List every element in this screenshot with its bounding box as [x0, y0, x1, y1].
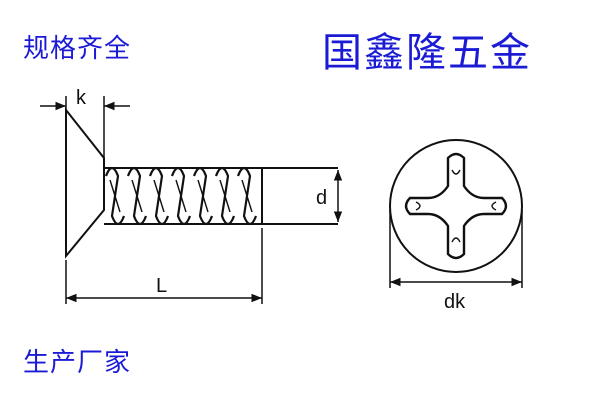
manufacturer-slogan: 生产厂家: [23, 348, 132, 378]
label-k: k: [76, 87, 87, 109]
thread-roots: [109, 179, 253, 213]
screw-side-view: [40, 96, 343, 304]
label-dk: dk: [444, 291, 466, 313]
head-outer-circle: [389, 139, 523, 273]
label-L: L: [156, 275, 167, 297]
screw-head-top-view: [389, 139, 523, 288]
screw-head-outline: [65, 107, 105, 259]
label-d: d: [316, 187, 327, 209]
brand-title: 国鑫隆五金: [322, 30, 532, 76]
phillips-recess-icon: [404, 152, 508, 260]
spec-slogan: 规格齐全: [23, 34, 132, 64]
